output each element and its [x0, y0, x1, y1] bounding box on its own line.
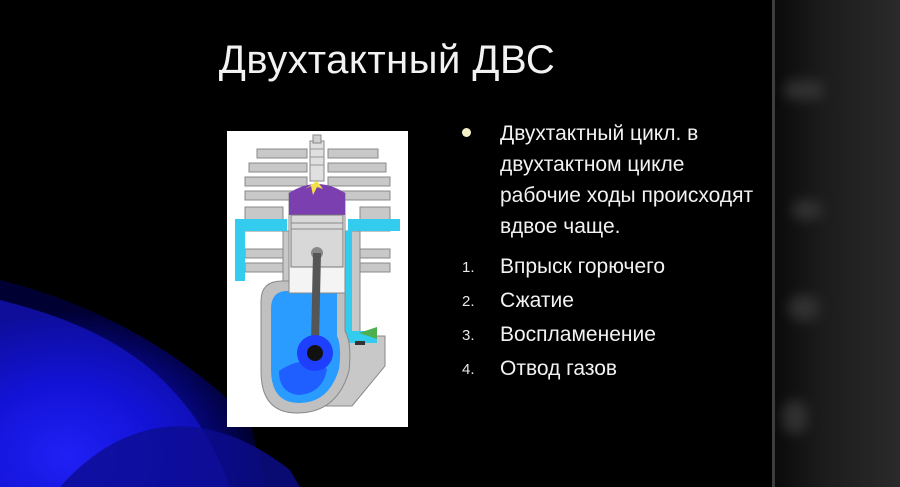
steps-list: 1. Впрыск горючего 2. Сжатие 3. Воспламе… — [462, 250, 762, 386]
step-number: 3. — [462, 327, 475, 344]
engine-diagram — [227, 131, 408, 427]
bullet-icon — [462, 128, 471, 137]
slide-title: Двухтактный ДВС — [218, 38, 556, 82]
side-strip — [774, 0, 900, 487]
step-label: Воспламенение — [500, 323, 656, 346]
step-number: 1. — [462, 259, 475, 276]
side-divider — [772, 0, 775, 487]
list-item: 2. Сжатие — [462, 284, 762, 318]
list-item: 4. Отвод газов — [462, 352, 762, 386]
list-item: 3. Воспламенение — [462, 318, 762, 352]
step-number: 2. — [462, 293, 475, 310]
content-text: Двухтактный цикл. в двухтактном цикле ра… — [462, 118, 762, 386]
step-number: 4. — [462, 361, 475, 378]
step-label: Отвод газов — [500, 357, 618, 380]
bullet-item: Двухтактный цикл. в двухтактном цикле ра… — [462, 118, 762, 242]
step-label: Впрыск горючего — [500, 255, 666, 278]
bullet-text: Двухтактный цикл. в двухтактном цикле ра… — [500, 122, 754, 238]
step-label: Сжатие — [500, 289, 574, 312]
list-item: 1. Впрыск горючего — [462, 250, 762, 284]
